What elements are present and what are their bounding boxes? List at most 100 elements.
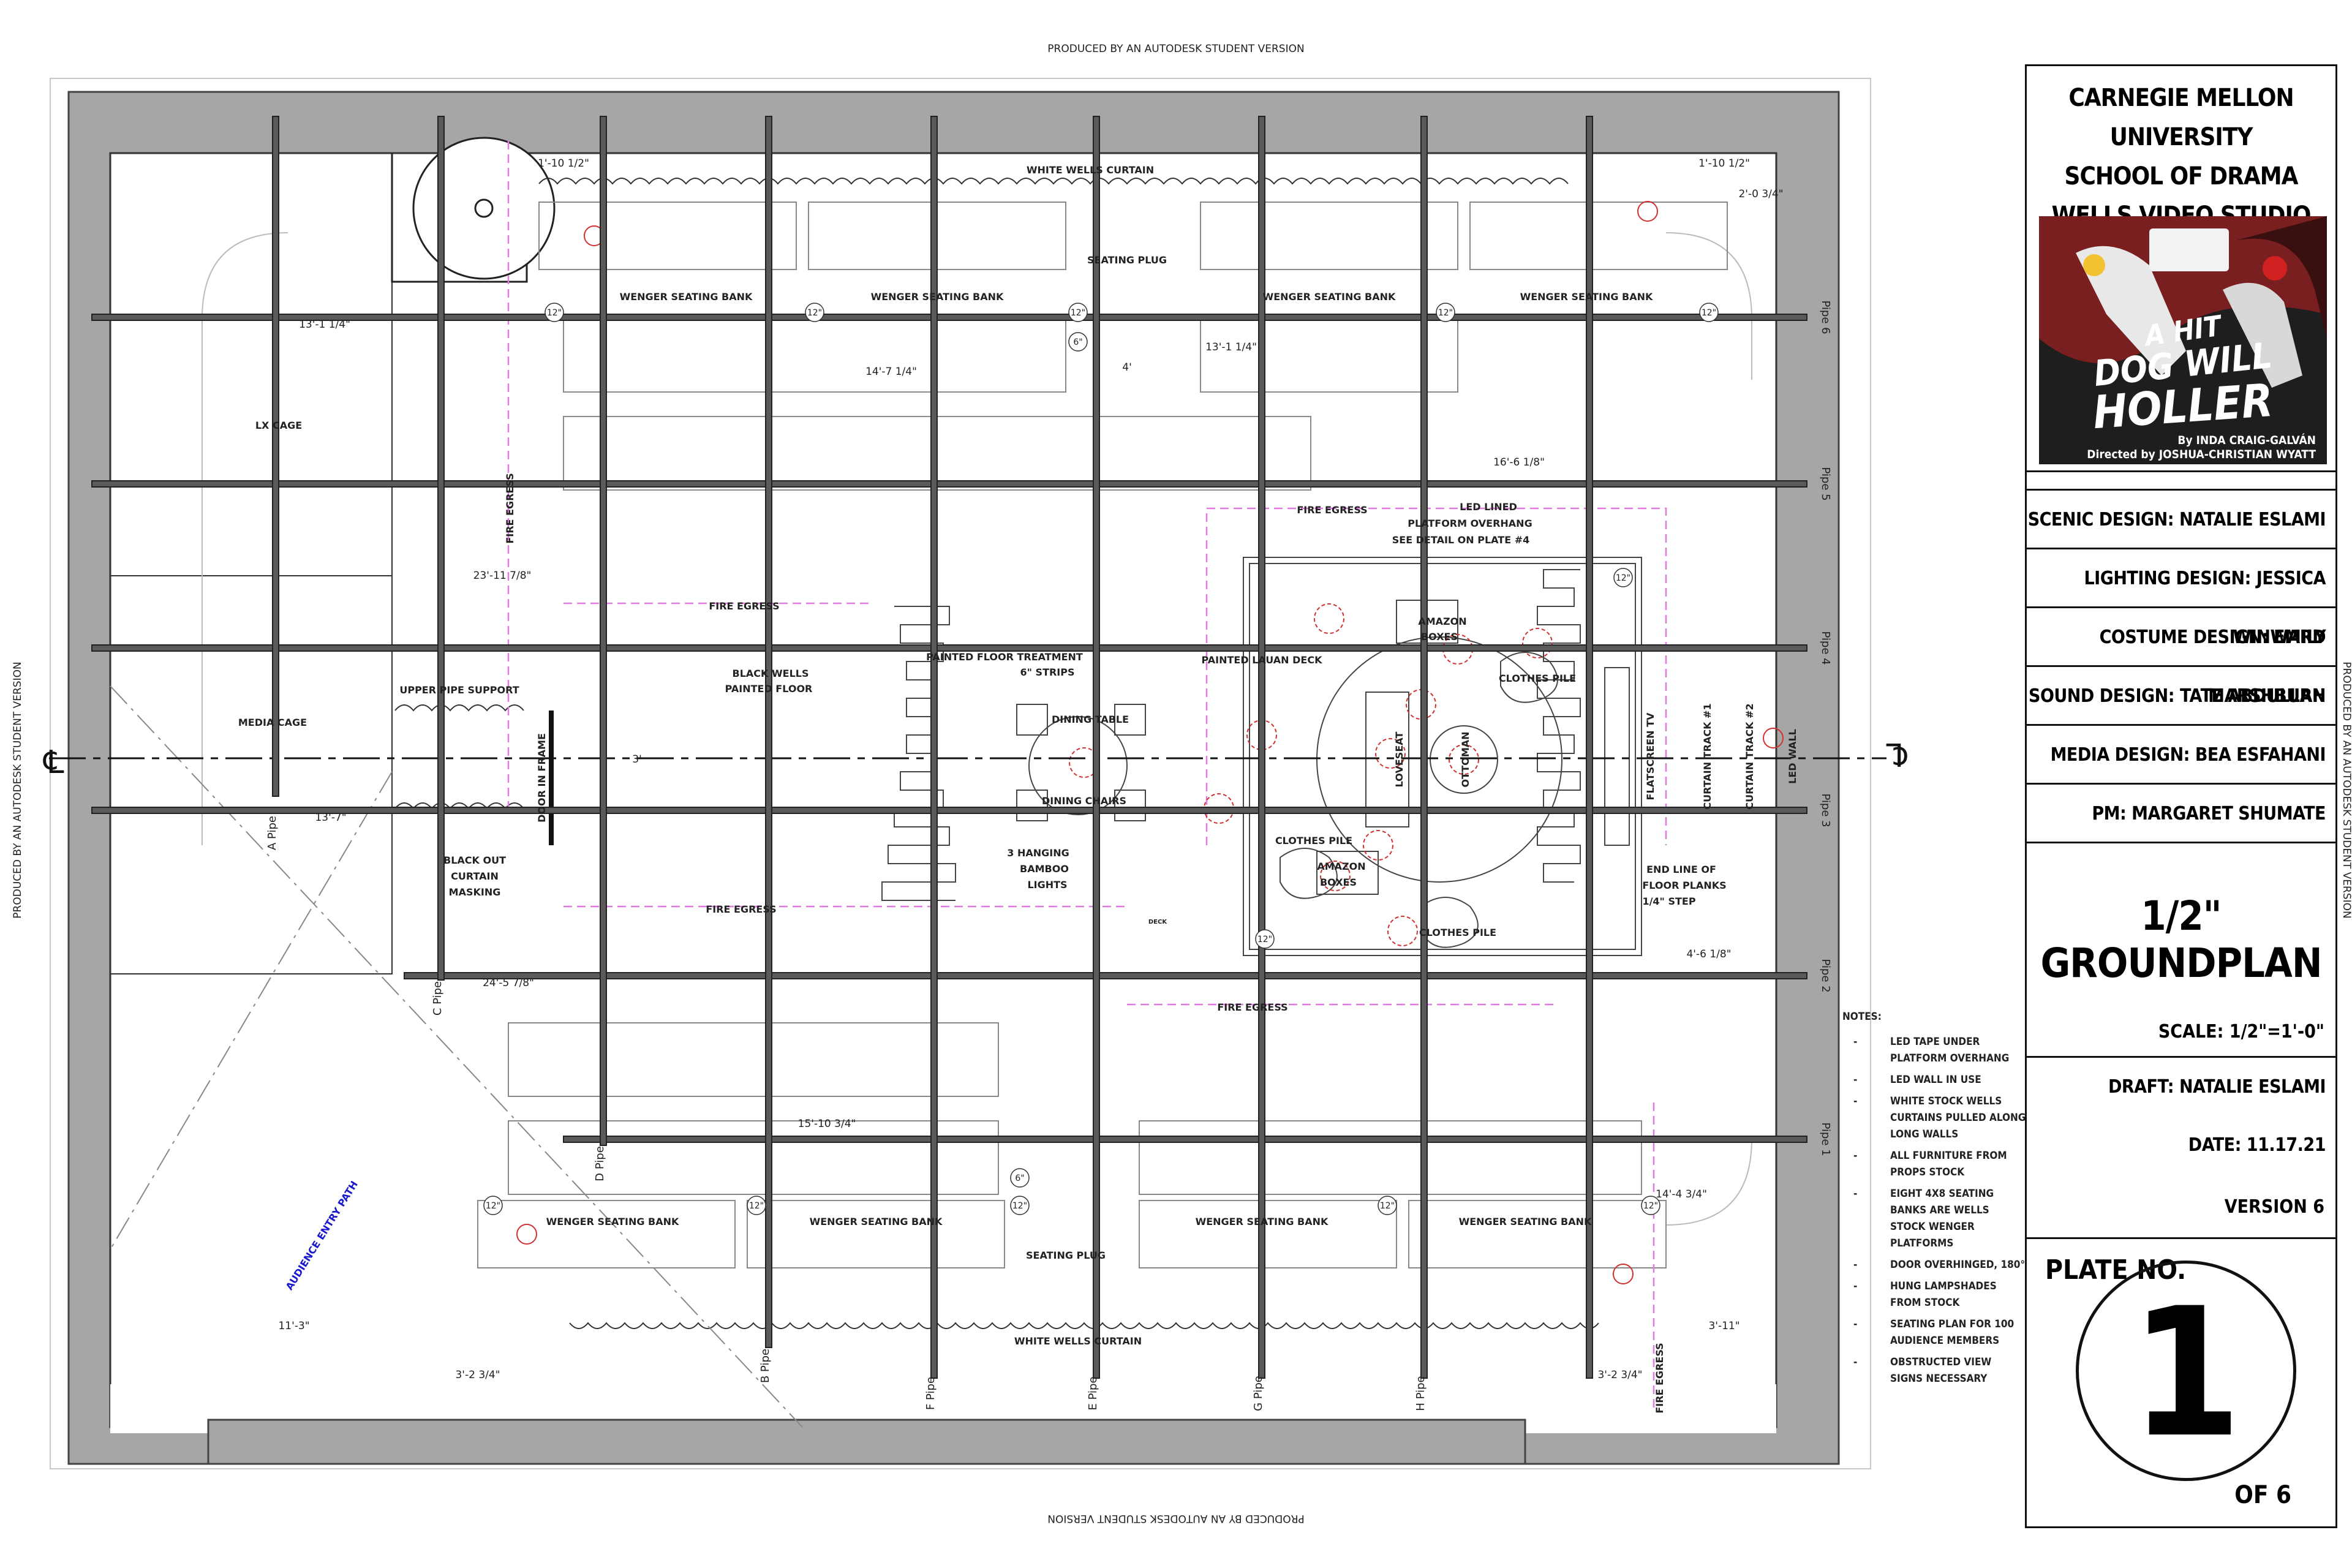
note-text: SEATING PLAN FOR 100 AUDIENCE MEMBERS (1890, 1318, 2015, 1347)
pipe-label-d: D Pipe (594, 1146, 606, 1182)
dim-13: 15'-10 3/4" (798, 1118, 856, 1130)
pipes-horizontal (91, 314, 1807, 1143)
note-bullet: - (1853, 1318, 1858, 1330)
note-bullet: - (1853, 1074, 1858, 1086)
label-clothes-pile-3: CLOTHES PILE (1419, 927, 1496, 938)
note-text: EIGHT 4X8 SEATING BANKS ARE WELLS STOCK … (1890, 1188, 1994, 1250)
credit-pm: PM: MARGARET SHUMATE (2027, 783, 2335, 842)
label-media-cage: MEDIA CAGE (238, 717, 307, 728)
label-hanging-2: BAMBOO (1020, 863, 1069, 875)
note-bullet: - (1853, 1259, 1858, 1271)
label-deck: DECK (1148, 919, 1167, 925)
note-bullet: - (1853, 1356, 1858, 1368)
label-loveseat: LOVESEAT (1393, 732, 1405, 788)
label-curtain-track-2: CURTAIN TRACK #2 (1744, 703, 1755, 809)
label-fire-egress-3: FIRE EGRESS (1297, 504, 1367, 516)
watermark-top: PRODUCED BY AN AUTODESK STUDENT VERSION (1047, 43, 1304, 55)
label-white-curtain-top: WHITE WELLS CURTAIN (1027, 164, 1154, 176)
label-end-line-2: FLOOR PLANKS (1642, 880, 1726, 891)
label-wenger-7: WENGER SEATING BANK (1196, 1216, 1329, 1227)
credit-costume: COSTUME DESIGN: EMILY MARSHBURN (2027, 606, 2335, 707)
callout-12-7: 12" (1257, 935, 1272, 944)
version: VERSION 6 (2224, 1196, 2324, 1218)
label-fire-egress-4: FIRE EGRESS (1217, 1001, 1287, 1013)
dim-6: 4' (1122, 361, 1132, 374)
pipe-label-1: Pipe 1 (1819, 1122, 1832, 1156)
note-text: OBSTRUCTED VIEW SIGNS NECESSARY (1890, 1356, 1992, 1385)
label-fire-egress-vertical: FIRE EGRESS (504, 473, 516, 543)
poster-director: Directed by JOSHUA-CHRISTIAN WYATT (2087, 448, 2316, 461)
label-black-out-3: MASKING (449, 886, 501, 898)
dim-4: 13'-1 1/4" (299, 318, 350, 331)
plan-scale: SCALE: 1/2"=1'-0" (2158, 1021, 2324, 1042)
note-text: HUNG LAMPSHADES FROM STOCK (1890, 1280, 1997, 1309)
show-poster: A HIT DOG WILL HOLLER By INDA CRAIG-GALV… (2039, 216, 2327, 464)
note-text: LED TAPE UNDER PLATFORM OVERHANG (1890, 1036, 2010, 1065)
dim-7: 13'-1 1/4" (1205, 341, 1257, 353)
dim-16: 3'-11" (1708, 1320, 1740, 1332)
dim-18: 3'-2 3/4" (1597, 1369, 1642, 1381)
pipe-label-g: G Pipe (1252, 1376, 1265, 1411)
pipe-label-3: Pipe 3 (1819, 793, 1832, 827)
label-amazon-1a: AMAZON (1418, 616, 1466, 627)
label-end-line-3: 1/4" STEP (1642, 895, 1695, 907)
label-curtain-track-1: CURTAIN TRACK #1 (1702, 703, 1713, 809)
note-bullet: - (1853, 1150, 1858, 1162)
label-fire-egress-vertical-2: FIRE EGRESS (1654, 1343, 1665, 1413)
note-text: DOOR OVERHINGED, 180° (1890, 1259, 2026, 1271)
label-wenger-2: WENGER SEATING BANK (871, 291, 1004, 303)
dim-12: 4'-6 1/8" (1686, 948, 1731, 960)
media-cage-wall (110, 575, 393, 974)
centerline-symbol-right: ℄ (1886, 736, 1908, 772)
plate-of: OF 6 (2234, 1481, 2291, 1509)
dim-10: 13'-7" (315, 812, 346, 824)
plan-title: 1/2" GROUNDPLAN (2040, 892, 2322, 987)
note-item: - DOOR OVERHINGED, 180° (1842, 1257, 2026, 1273)
white-curtain-top (538, 178, 1569, 185)
date: DATE: 11.17.21 (2188, 1134, 2326, 1156)
note-text: ALL FURNITURE FROM PROPS STOCK (1890, 1150, 2007, 1178)
callout-12-2: 12" (807, 308, 822, 318)
note-bullet: - (1853, 1095, 1858, 1107)
label-ottoman: OTTOMAN (1460, 731, 1471, 787)
label-amazon-2b: BOXES (1320, 876, 1357, 888)
label-black-out-2: CURTAIN (451, 870, 499, 882)
label-led-lined-2: PLATFORM OVERHANG (1408, 518, 1532, 529)
label-wenger-4: WENGER SEATING BANK (1520, 291, 1653, 303)
white-curtain-bottom (569, 1322, 1599, 1329)
institution-name: CARNEGIE MELLON UNIVERSITY SCHOOL OF DRA… (2027, 78, 2335, 235)
pipe-label-a: A Pipe (266, 816, 279, 850)
label-wenger-3: WENGER SEATING BANK (1263, 291, 1396, 303)
label-black-out-1: BLACK OUT (443, 854, 506, 866)
label-end-line-1: END LINE OF (1646, 864, 1716, 875)
note-text: LED WALL IN USE (1890, 1074, 1981, 1086)
dim-2: 1'-10 1/2" (1698, 157, 1750, 170)
label-painted-lauan: PAINTED LAUAN DECK (1202, 654, 1323, 666)
dim-8: 16'-6 1/8" (1493, 456, 1545, 469)
label-wenger-5: WENGER SEATING BANK (546, 1216, 679, 1227)
callout-12-10: 12" (1012, 1201, 1027, 1211)
watermark-bottom: PRODUCED BY AN AUTODESK STUDENT VERSION (1047, 1512, 1304, 1525)
pipe-label-e: E Pipe (1087, 1376, 1099, 1410)
label-wenger-8: WENGER SEATING BANK (1459, 1216, 1592, 1227)
plate-circle: 1 (2076, 1261, 2296, 1481)
label-seating-plug-top: SEATING PLUG (1087, 254, 1167, 266)
stage-platform (881, 557, 1642, 956)
seating-banks-bottom (477, 1022, 1667, 1268)
credit-sound: SOUND DESIGN: TATE ABDULLAH (2027, 665, 2335, 724)
note-item: -LED TAPE UNDER PLATFORM OVERHANG (1842, 1034, 2026, 1067)
note-bullet: - (1853, 1188, 1858, 1200)
notes-list: -LED TAPE UNDER PLATFORM OVERHANG-LED WA… (1842, 1034, 2026, 1387)
label-amazon-2a: AMAZON (1317, 861, 1365, 872)
sheet-border (50, 78, 1871, 1469)
label-black-wells-1: BLACK WELLS (733, 668, 809, 679)
title-block: CARNEGIE MELLON UNIVERSITY SCHOOL OF DRA… (2025, 64, 2337, 1528)
callout-12-11: 12" (1380, 1201, 1395, 1211)
note-item: - ALL FURNITURE FROM PROPS STOCK (1842, 1148, 2026, 1181)
label-clothes-pile-1: CLOTHES PILE (1499, 673, 1576, 684)
watermark-right: PRODUCED BY AN AUTODESK STUDENT VERSION (2340, 662, 2352, 918)
dim-1: 1'-10 1/2" (538, 157, 589, 170)
pipe-label-h: H Pipe (1414, 1376, 1427, 1411)
note-text: WHITE STOCK WELLS CURTAINS PULLED ALONG … (1890, 1095, 2026, 1140)
watermark-left: PRODUCED BY AN AUTODESK STUDENT VERSION (12, 662, 24, 918)
